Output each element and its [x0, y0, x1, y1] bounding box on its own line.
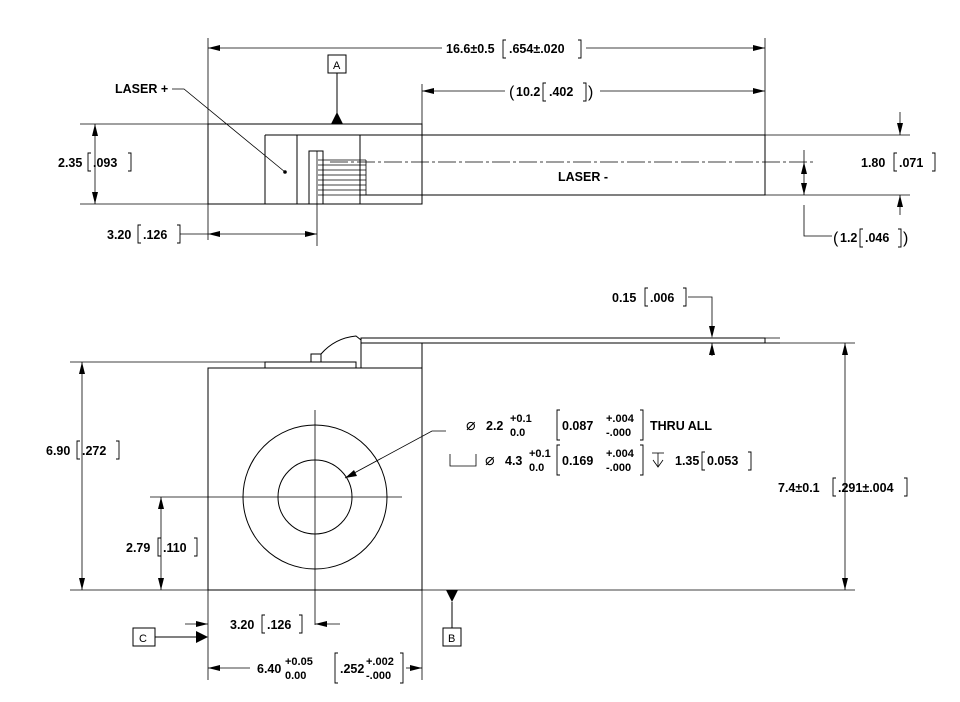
svg-text:-.000: -.000 — [366, 670, 391, 682]
datum-b-box — [442, 627, 462, 647]
top-body-outline — [207, 123, 423, 205]
svg-text:0.0: 0.0 — [510, 427, 525, 439]
svg-text:(: ( — [509, 84, 515, 101]
svg-text:+.004: +.004 — [606, 448, 635, 460]
svg-text:.654±.020: .654±.020 — [509, 42, 565, 56]
laser-plus-label: LASER + — [115, 82, 168, 96]
counterbore-symbol — [449, 454, 477, 467]
cbore-depth-dim: 1.35 — [675, 454, 699, 468]
body-offset-dim: 3.20 — [107, 228, 131, 242]
depth-symbol — [652, 452, 664, 468]
svg-text:+0.05: +0.05 — [285, 656, 313, 668]
laser-die — [308, 150, 324, 205]
cbore-dia-dim: 4.3 — [505, 454, 522, 468]
svg-text:.071: .071 — [899, 156, 923, 170]
diameter-symbol-2: ⌀ — [485, 452, 495, 469]
diameter-symbol-1: ⌀ — [466, 417, 476, 434]
hole-center-x-dim: 3.20 — [230, 618, 254, 632]
svg-text:.046: .046 — [865, 231, 889, 245]
overall-length-dim: 16.6±0.5 — [446, 42, 495, 56]
tab-offset-dim: 1.2 — [840, 231, 857, 245]
width-dim: 6.40 — [257, 662, 281, 676]
datum-b-triangle — [446, 590, 458, 602]
laser-minus-tab — [359, 134, 766, 196]
datum-a-triangle — [331, 112, 343, 124]
svg-text:.252: .252 — [340, 662, 364, 676]
svg-text:): ) — [903, 230, 908, 247]
svg-text:0.0: 0.0 — [529, 462, 544, 474]
datum-a-label: A — [333, 60, 341, 72]
svg-text:.006: .006 — [650, 291, 674, 305]
svg-text:-.000: -.000 — [606, 462, 631, 474]
svg-text:.272: .272 — [82, 444, 106, 458]
thru-all-note: THRU ALL — [650, 419, 712, 433]
tab-width-dim: 1.80 — [861, 156, 885, 170]
overall-height-dim: 7.4±0.1 — [778, 481, 820, 495]
front-body-height-dim: 6.90 — [46, 444, 70, 458]
tab-thickness-dim: 0.15 — [612, 291, 636, 305]
svg-text:+0.1: +0.1 — [510, 413, 532, 425]
svg-text:+.002: +.002 — [366, 656, 394, 668]
tab-length-dim: 10.2 — [516, 85, 540, 99]
svg-text:0.087: 0.087 — [562, 419, 593, 433]
front-tab — [360, 337, 766, 344]
svg-text:.126: .126 — [143, 228, 167, 242]
datum-c-triangle — [196, 631, 208, 643]
svg-text:(: ( — [833, 230, 839, 247]
hole-center-y-dim: 2.79 — [126, 541, 150, 555]
body-height-dim: 2.35 — [58, 156, 82, 170]
svg-text:.093: .093 — [93, 156, 117, 170]
svg-text:0.169: 0.169 — [562, 454, 593, 468]
svg-text:.126: .126 — [267, 618, 291, 632]
svg-text:0.053: 0.053 — [707, 454, 738, 468]
svg-text:-.000: -.000 — [606, 427, 631, 439]
svg-text:.110: .110 — [163, 541, 187, 555]
svg-text:.291±.004: .291±.004 — [838, 481, 894, 495]
hole-dia-dim: 2.2 — [486, 419, 503, 433]
svg-text:.402: .402 — [549, 85, 573, 99]
wire-bonds — [318, 159, 367, 196]
datum-c-label: C — [139, 633, 147, 645]
laser-minus-label: LASER - — [558, 170, 608, 184]
svg-text:0.00: 0.00 — [285, 670, 306, 682]
wire-bond-arc — [320, 335, 362, 368]
svg-text:): ) — [588, 84, 593, 101]
top-view: LASER - LASER + A 16.6±0.5 .654±.020 ( 1… — [58, 38, 936, 248]
svg-text:+.004: +.004 — [606, 413, 635, 425]
front-view: ⌀ 2.2 +0.1 0.0 0.087 +.004 -.000 THRU AL… — [46, 287, 908, 684]
svg-text:+0.1: +0.1 — [529, 448, 551, 460]
datum-b-label: B — [448, 633, 455, 645]
